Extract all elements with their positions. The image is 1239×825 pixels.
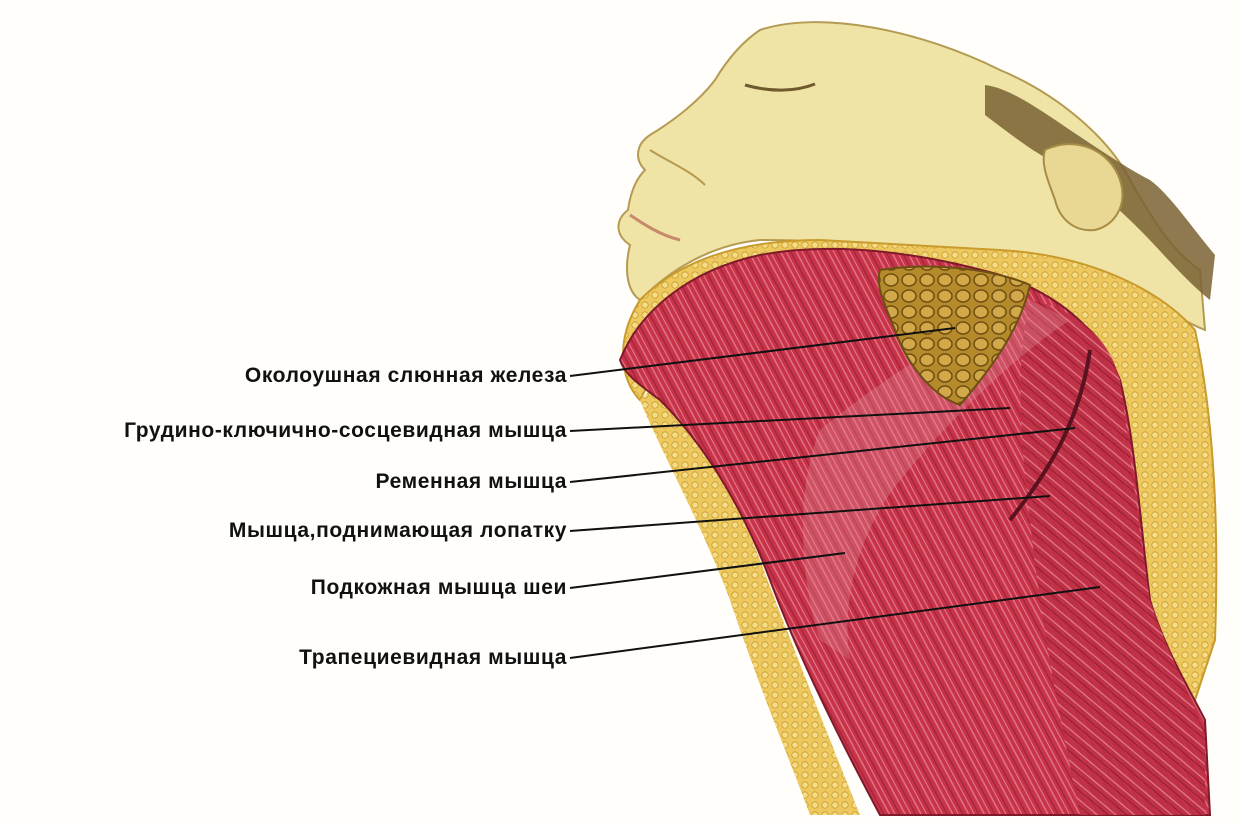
label-platysma: Подкожная мышца шеи [311,576,567,600]
label-parotid-gland: Околоушная слюнная железа [245,364,567,388]
label-splenius: Ременная мышца [376,470,567,494]
label-levator-scapulae: Мышца,поднимающая лопатку [229,519,567,543]
label-sternocleidomastoid: Грудино-ключично-сосцевидная мышца [124,419,567,443]
label-trapezius: Трапециевидная мышца [299,646,567,670]
